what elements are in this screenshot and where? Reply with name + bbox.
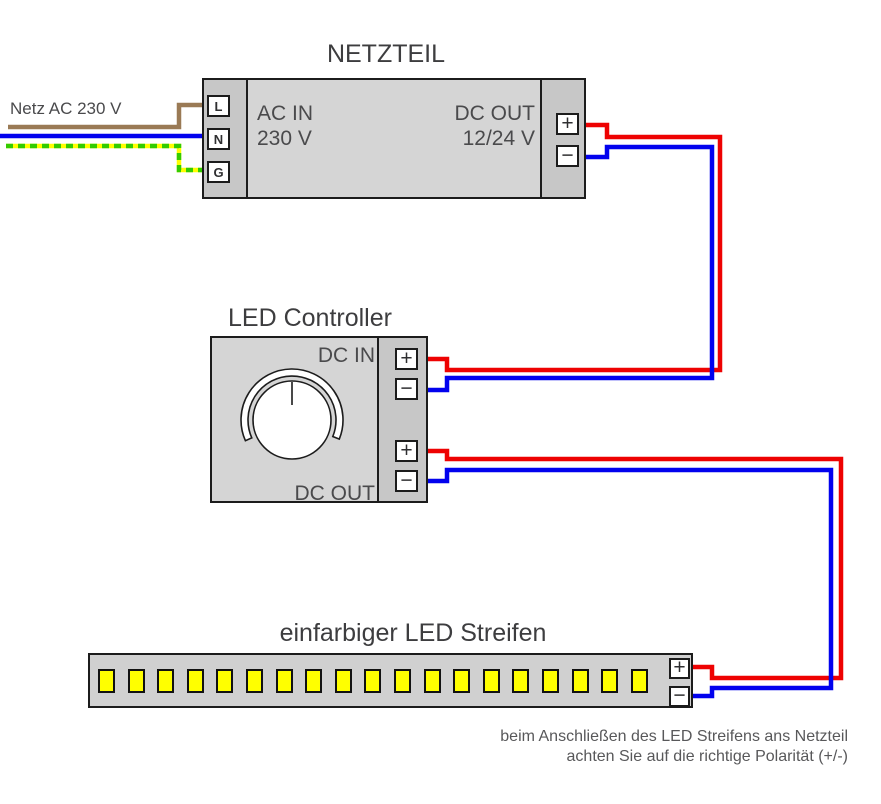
led-chip xyxy=(127,668,145,693)
led-chip xyxy=(186,668,204,693)
mains-voltage-label: Netz AC 230 V xyxy=(10,99,122,118)
led-chip xyxy=(571,668,589,693)
ledstrip-title: einfarbiger LED Streifen xyxy=(279,619,547,647)
dimmer-knob xyxy=(240,368,344,460)
controller-box: DC IN DC OUT + − + − xyxy=(210,336,428,505)
polarity-note-line1: beim Anschließen des LED Streifens ans N… xyxy=(500,728,848,745)
led-chip xyxy=(216,668,234,693)
controller-in-plus-terminal: + xyxy=(395,348,418,370)
netzteil-title: NETZTEIL xyxy=(326,40,446,68)
controller-dc-in-label: DC IN xyxy=(317,344,375,367)
netzteil-ac-label: AC IN 230 V xyxy=(257,101,313,151)
led-chip xyxy=(275,668,293,693)
controller-dc-out-label: DC OUT xyxy=(294,482,376,505)
led-chip xyxy=(393,668,411,693)
ledstrip-minus-terminal: − xyxy=(669,685,690,707)
led-chip xyxy=(423,668,441,693)
dc-voltage-text: 12/24 V xyxy=(462,127,535,150)
controller-out-plus-wire xyxy=(414,448,844,681)
psu-dc-minus-wire xyxy=(414,144,715,393)
led-array xyxy=(98,668,648,693)
controller-in-minus-terminal: − xyxy=(395,378,418,400)
led-chip xyxy=(245,668,263,693)
controller-out-minus-wire xyxy=(414,467,834,699)
led-chip xyxy=(305,668,323,693)
knob-arc xyxy=(240,368,344,442)
controller-out-minus-terminal: − xyxy=(395,470,418,492)
led-chip xyxy=(512,668,530,693)
netzteil-plus-terminal: + xyxy=(556,113,579,135)
polarity-note-line2: achten Sie auf die richtige Polarität (+… xyxy=(566,748,848,765)
dc-out-text: DC OUT xyxy=(454,102,536,125)
led-chip xyxy=(334,668,352,693)
netzteil-dc-terminal-strip xyxy=(540,80,584,197)
psu-dc-plus-wire xyxy=(414,122,723,373)
polarity-note: beim Anschließen des LED Streifens ans N… xyxy=(500,727,848,767)
netzteil-minus-terminal: − xyxy=(556,145,579,167)
led-chip xyxy=(453,668,471,693)
ledstrip-plus-terminal: + xyxy=(669,657,690,679)
ac-voltage-text: 230 V xyxy=(257,127,312,150)
ledstrip-box: + − xyxy=(88,653,693,708)
led-chip xyxy=(601,668,619,693)
knob-dial xyxy=(252,380,332,460)
terminal-l: L xyxy=(207,95,230,117)
led-chip xyxy=(630,668,648,693)
terminal-n: N xyxy=(207,128,230,150)
led-chip xyxy=(541,668,559,693)
netzteil-dc-label: DC OUT 12/24 V xyxy=(455,101,536,151)
controller-out-plus-terminal: + xyxy=(395,440,418,462)
led-chip xyxy=(157,668,175,693)
mains-earth-wire-green-dash xyxy=(6,143,212,173)
led-chip xyxy=(364,668,382,693)
netzteil-box: L N G AC IN 230 V DC OUT 12/24 V + − xyxy=(202,78,586,199)
ac-in-text: AC IN xyxy=(257,102,314,125)
mains-live-wire xyxy=(8,102,212,130)
led-chip xyxy=(482,668,500,693)
terminal-g: G xyxy=(207,161,230,183)
led-chip xyxy=(98,668,115,693)
controller-title: LED Controller xyxy=(228,304,392,332)
